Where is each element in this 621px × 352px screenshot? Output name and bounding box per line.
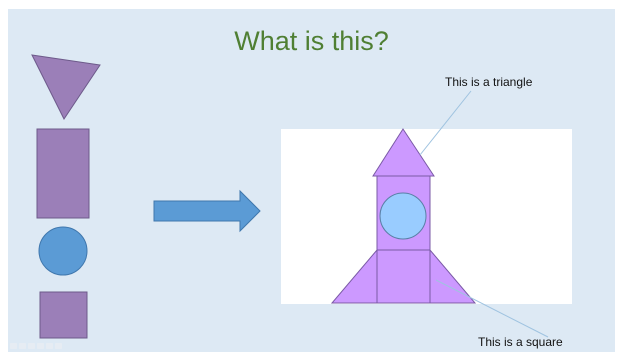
watermark — [10, 343, 62, 349]
square-pointer-line — [436, 280, 548, 337]
square-label: This is a square — [478, 335, 563, 349]
watermark-mark — [19, 343, 26, 349]
rocket-window-circle — [380, 193, 426, 239]
square-shape — [40, 292, 87, 338]
watermark-mark — [37, 343, 44, 349]
watermark-mark — [28, 343, 35, 349]
rocket-fin-right — [430, 250, 475, 303]
watermark-mark — [55, 343, 62, 349]
shapes-layer — [8, 9, 615, 352]
circle-shape — [39, 227, 87, 275]
rocket-base-square — [377, 250, 430, 303]
watermark-mark — [10, 343, 17, 349]
right-arrow-icon — [154, 191, 260, 231]
triangle-label: This is a triangle — [445, 75, 532, 89]
triangle-shape — [32, 55, 100, 119]
watermark-mark — [46, 343, 53, 349]
triangle-pointer-line — [420, 91, 471, 155]
slide: What is this? This is a triangle This is… — [8, 9, 615, 352]
rocket-nose-triangle — [373, 129, 434, 176]
rocket-fin-left — [332, 250, 377, 303]
rectangle-shape — [37, 129, 89, 218]
